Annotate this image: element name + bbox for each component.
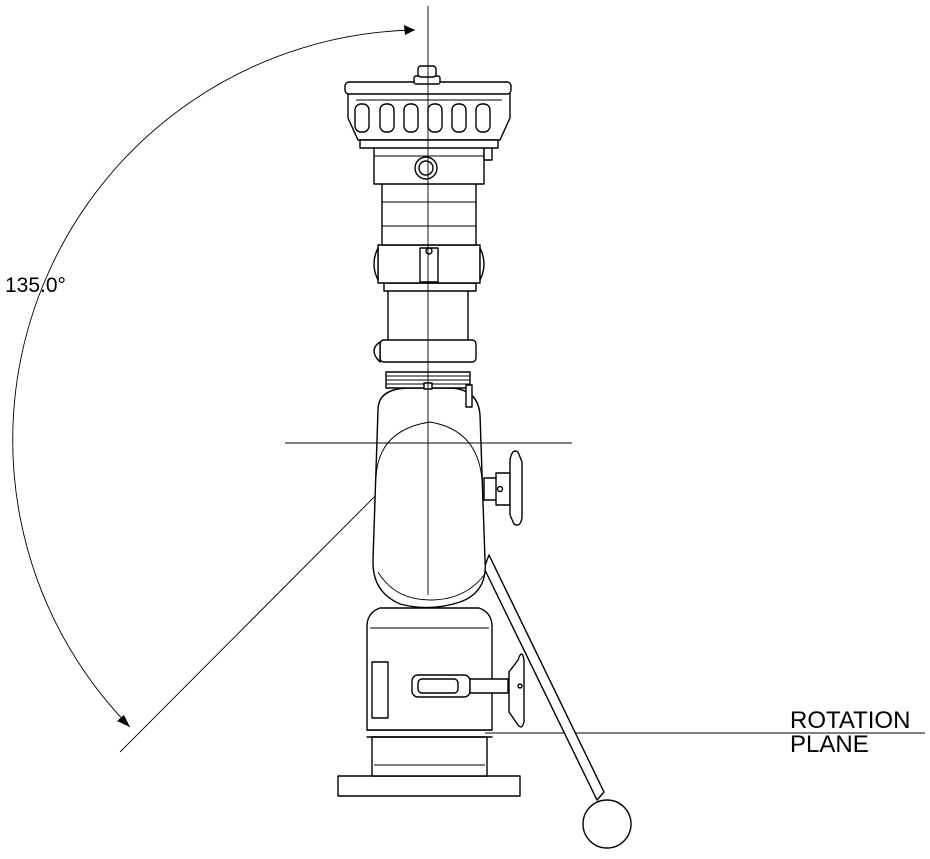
angle-arc	[12, 29, 416, 728]
nozzle-indicator-icon	[414, 156, 438, 180]
tiller-knob	[582, 799, 632, 849]
side-valve-handle	[483, 450, 523, 526]
nozzle-barrel	[381, 181, 477, 246]
arrow-bottom-icon	[117, 715, 130, 727]
rotation-plane-label-line1: ROTATION	[790, 707, 910, 734]
arrow-top-icon	[404, 25, 415, 35]
monitor-body	[285, 6, 632, 849]
lower-valve-body	[366, 607, 493, 731]
nozzle-head	[344, 65, 512, 149]
rotation-plane-label-line2: PLANE	[790, 731, 869, 758]
angle-label: 135.0°	[5, 274, 66, 297]
base-flange	[337, 775, 521, 797]
tiller-handle	[483, 554, 632, 849]
swivel-elbow	[372, 387, 486, 609]
lower-valve-handle	[411, 653, 525, 728]
